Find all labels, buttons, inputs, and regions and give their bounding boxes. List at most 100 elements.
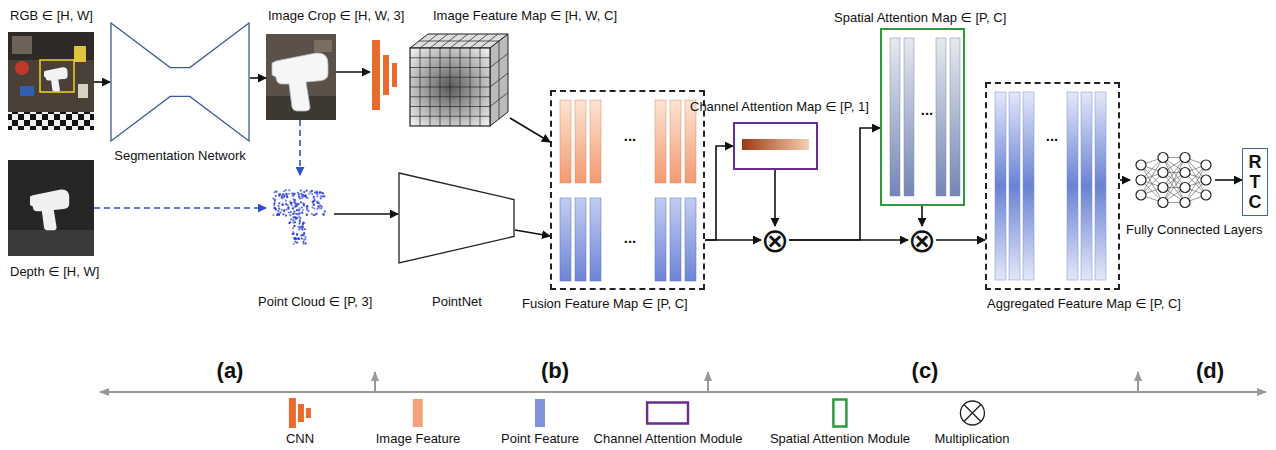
purple-sample: [646, 401, 690, 425]
point-cloud-dots: [299, 212, 301, 214]
dashed-arrow: [94, 207, 266, 209]
point-cloud-dots: [274, 198, 276, 200]
point-cloud-dots: [283, 196, 285, 198]
point-cloud-dots: [281, 197, 283, 199]
point-cloud-dots: [288, 212, 290, 214]
point-cloud-dots: [289, 214, 291, 216]
aggregated-feature-columns: [995, 92, 1006, 280]
point-cloud-dots: [299, 197, 301, 199]
point-cloud-dots: [296, 233, 298, 235]
legend-entry: Channel Attention Module: [594, 398, 743, 446]
mult-sample: [964, 405, 981, 422]
point-cloud-dots: [307, 210, 309, 212]
mult-sample: [958, 399, 986, 427]
node-label: PointNet: [432, 294, 482, 309]
point-cloud-dots: [298, 216, 300, 218]
point-cloud-dots: [300, 227, 302, 229]
point-cloud-dots: [296, 242, 298, 244]
point-cloud-dots: [313, 204, 315, 206]
node-label: Segmentation Network: [114, 148, 246, 163]
point-cloud-dots: [303, 204, 305, 206]
point-cloud-dots: [294, 241, 296, 243]
spatial-attention-columns: [904, 38, 914, 196]
arrow: [789, 128, 880, 240]
point-cloud-dots: [320, 197, 322, 199]
arrow: [515, 230, 550, 236]
point-cloud-dots: [293, 225, 295, 227]
image-feature-columns: [655, 100, 666, 183]
point-cloud-dots: [292, 227, 294, 229]
stage-label: (c): [912, 358, 939, 384]
point-cloud-dots: [312, 201, 314, 203]
rgb-photo: [20, 86, 34, 96]
neural-network-icon: [1180, 183, 1190, 193]
point-cloud-dots: [303, 191, 305, 193]
point-cloud-dots: [291, 193, 293, 195]
point-cloud-dots: [289, 202, 291, 204]
arrow: [789, 239, 908, 241]
point-cloud-dots: [320, 207, 322, 209]
point-cloud-dots: [275, 191, 277, 193]
point-cloud-dots: [278, 214, 280, 216]
cnn-icon: [372, 40, 397, 110]
mult-sample: [960, 401, 984, 425]
neural-network-icon: [1158, 198, 1168, 208]
neural-network-icon: [1180, 168, 1190, 178]
point-cloud-dots: [313, 196, 315, 198]
point-cloud-dots: [293, 225, 295, 227]
point-cloud-dots: [313, 204, 315, 206]
fusion-feature-map: ......Fusion Feature Map ∈ [P, C]: [550, 90, 705, 290]
point-cloud: Point Cloud ∈ [P, 3]: [266, 175, 334, 253]
arrow: [705, 239, 761, 241]
point-cloud-dots: [306, 209, 308, 211]
point-feature-columns: [670, 198, 681, 281]
neural-network-icon: [1163, 158, 1185, 203]
point-cloud-dots: [300, 190, 302, 192]
point-cloud-dots: [293, 237, 295, 239]
pointnet-encoder-outline: [399, 173, 514, 263]
neural-network-icon: [1201, 190, 1211, 200]
spatial-attention-columns: [936, 38, 946, 196]
point-cloud-dots: [292, 222, 294, 224]
pointnet-encoder-outline: [398, 172, 515, 264]
spatial-attention-module: ...Spatial Attention Map ∈ [P, C]: [880, 28, 965, 206]
point-cloud-dots: [307, 197, 309, 199]
cnn-icon: [392, 63, 397, 87]
point-cloud-dots: [286, 196, 288, 198]
cnn-sample: [289, 398, 296, 428]
ellipsis-mark: ...: [624, 128, 637, 143]
point-cloud-dots: [289, 200, 291, 202]
neural-network-icon: [1158, 168, 1168, 178]
point-cloud-dots: [293, 192, 295, 194]
neural-network-icon: [1201, 175, 1211, 185]
rgb-photo: [8, 32, 94, 130]
point-cloud-dots: [303, 239, 305, 241]
point-cloud-dots: [277, 205, 279, 207]
point-cloud-dots: [298, 237, 300, 239]
point-cloud-dots: [315, 213, 317, 215]
image-crop-picture: [266, 34, 336, 120]
spatial-attention-columns: [950, 38, 960, 196]
point-cloud-dots: [303, 233, 305, 235]
green-sample: [832, 398, 848, 428]
arrow: [1215, 179, 1242, 181]
neural-network-icon: [1201, 160, 1211, 170]
image-feature-columns: [560, 100, 571, 183]
spatial-attention-columns: [890, 38, 900, 196]
point-cloud-dots: [301, 197, 303, 199]
rgb-image: RGB ∈ [H, W]: [8, 32, 94, 130]
point-cloud-dots: [302, 209, 304, 211]
depth-picture: [8, 160, 94, 256]
point-cloud-dots: [283, 209, 285, 211]
ellipsis-mark: ...: [921, 102, 934, 117]
point-cloud-dots: [281, 204, 283, 206]
point-cloud-dots: [305, 242, 307, 244]
point-cloud-dots: [298, 228, 300, 230]
rgb-photo: [12, 36, 32, 54]
point-cloud-dots: [314, 192, 316, 194]
rgb-photo: [78, 84, 88, 98]
point-cloud-dots: [304, 236, 306, 238]
point-cloud-dots: [298, 222, 300, 224]
point-feature-columns: [685, 198, 696, 281]
